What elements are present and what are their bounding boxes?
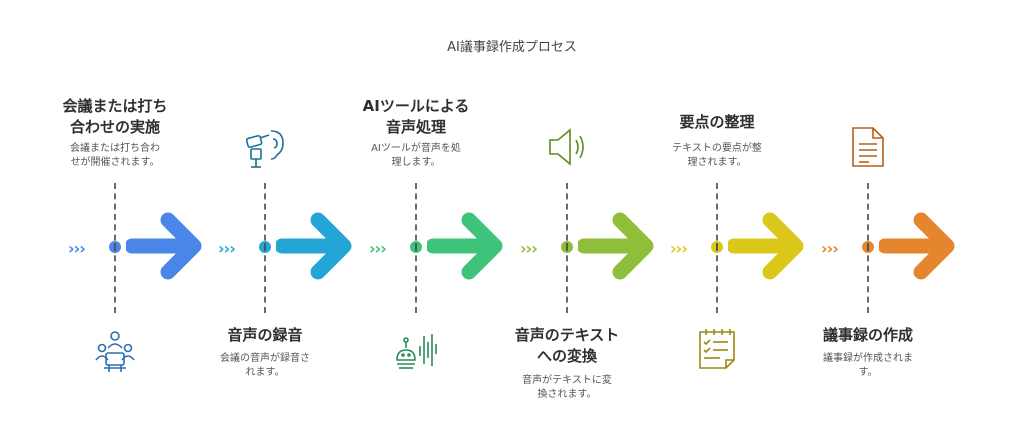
step-5-description: テキストの要点が整 理されます。: [652, 142, 782, 170]
step-3-heading-line-1: AIツールによる: [362, 97, 470, 115]
step-4-arrow: [578, 212, 654, 280]
step-3-chevrons: ›››: [369, 239, 387, 258]
step-5-description-line-2: 理されます。: [687, 157, 747, 168]
step-5-chevrons: ›››: [670, 239, 688, 258]
step-6-arrow: [879, 212, 955, 280]
step-2-node: [259, 241, 271, 253]
step-1-dashed-line: [114, 183, 116, 313]
step-5-heading: 要点の整理: [637, 112, 797, 133]
step-5-node: [711, 241, 723, 253]
step-1-heading-line-2: 合わせの実施: [69, 118, 160, 136]
step-1-heading: 会議または打ち 合わせの実施: [35, 96, 195, 138]
step-3-dashed-line: [415, 183, 417, 313]
meeting-people-icon: [95, 331, 135, 372]
step-3-description-line-2: 理します。: [391, 157, 441, 168]
step-1-chevrons: ›››: [68, 239, 86, 258]
step-2-chevrons: ›››: [218, 239, 236, 258]
step-4-chevrons: ›››: [520, 239, 538, 258]
step-1-description: 会議または打ち合わ せが開催されます。: [50, 142, 180, 170]
step-4-node: [561, 241, 573, 253]
step-5-description-line-1: テキストの要点が整: [672, 143, 762, 154]
checklist-icon: [699, 329, 735, 369]
step-2-heading: 音声の録音: [185, 325, 345, 346]
step-6-chevrons: ›››: [821, 239, 839, 258]
step-1-arrow: [126, 212, 202, 280]
step-3-node: [410, 241, 422, 253]
step-6-description-line-2: す。: [858, 367, 878, 378]
step-2-description-line-2: れます。: [245, 367, 285, 378]
step-5-heading-line-1: 要点の整理: [679, 113, 755, 131]
speaker-icon: [549, 128, 584, 166]
step-6-dashed-line: [867, 183, 869, 313]
step-6-description: 議事録が作成されま す。: [803, 352, 933, 380]
step-2-heading-line-1: 音声の録音: [227, 326, 303, 344]
step-2-description-line-1: 会議の音声が録音さ: [220, 353, 310, 364]
step-4-dashed-line: [566, 183, 568, 313]
step-4-description: 音声がテキストに変 換されます。: [502, 374, 632, 402]
step-5-arrow: [728, 212, 804, 280]
step-2-description: 会議の音声が録音さ れます。: [200, 352, 330, 380]
step-3-description-line-1: AIツールが音声を処: [371, 143, 461, 154]
step-6-node: [862, 241, 874, 253]
step-4-heading: 音声のテキスト への変換: [487, 325, 647, 367]
step-5-dashed-line: [716, 183, 718, 313]
step-3-arrow: [427, 212, 503, 280]
step-6-description-line-1: 議事録が作成されま: [823, 353, 913, 364]
step-1-description-line-2: せが開催されます。: [70, 157, 160, 168]
step-1-heading-line-1: 会議または打ち: [62, 97, 168, 115]
document-icon: [852, 127, 884, 167]
step-1-node: [109, 241, 121, 253]
step-3-description: AIツールが音声を処 理します。: [351, 142, 481, 170]
step-2-arrow: [276, 212, 352, 280]
step-4-description-line-2: 換されます。: [537, 389, 597, 400]
step-6-heading: 議事録の作成: [788, 325, 948, 346]
step-1-description-line-1: 会議または打ち合わ: [70, 143, 160, 154]
step-6-heading-line-1: 議事録の作成: [822, 326, 913, 344]
step-2-dashed-line: [264, 183, 266, 313]
step-4-description-line-1: 音声がテキストに変: [522, 375, 612, 386]
step-3-heading: AIツールによる 音声処理: [336, 96, 496, 138]
step-4-heading-line-1: 音声のテキスト: [514, 326, 620, 344]
page-title: AI議事録作成プロセス: [447, 40, 577, 55]
robot-waveform-icon: [396, 334, 437, 369]
step-3-heading-line-2: 音声処理: [385, 118, 446, 136]
step-4-heading-line-2: への変換: [536, 347, 597, 365]
ear-microphone-icon: [245, 130, 284, 168]
